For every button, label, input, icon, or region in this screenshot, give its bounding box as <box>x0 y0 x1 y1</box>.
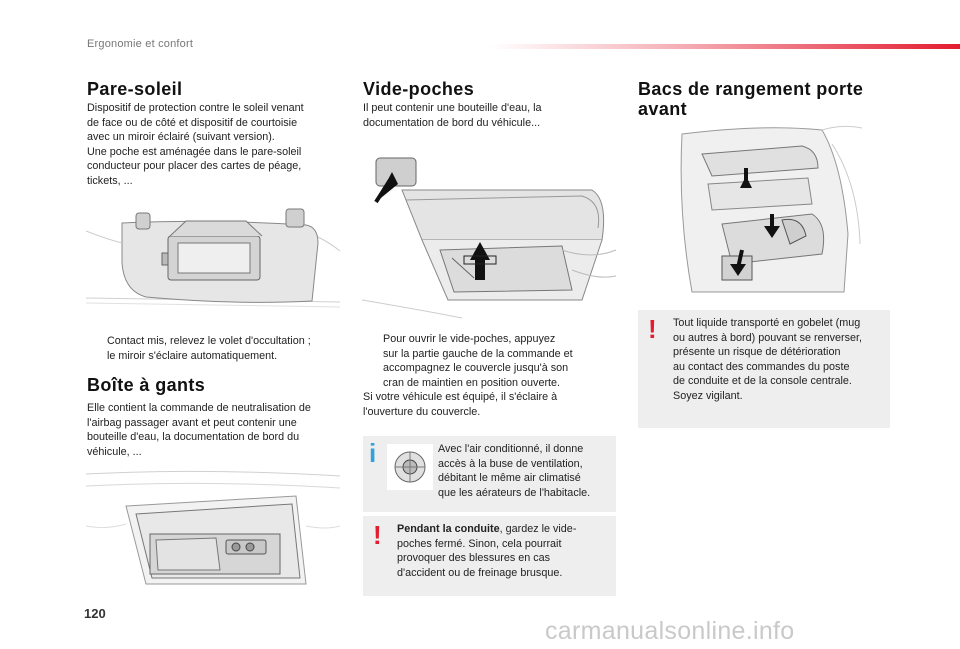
text-line: Tout liquide transporté en gobelet (mug <box>673 317 861 329</box>
text-line: Soyez vigilant. <box>673 389 743 402</box>
sun-visor-description: Dispositif de protection contre le solei… <box>87 101 347 189</box>
text-line: poches fermé. Sinon, cela pourrait <box>397 537 562 550</box>
text-line: Si votre véhicule est équipé, il s'éclai… <box>363 391 558 404</box>
text-line: de conduite et de la console centrale. <box>673 375 852 388</box>
driving-warning-note: ! Pendant la conduite, gardez le vide- p… <box>363 516 616 596</box>
title-line: avant <box>638 99 688 119</box>
liquid-warning-text: Tout liquide transporté en gobelet (mug … <box>673 316 888 404</box>
text-line: provoquer des blessures en cas <box>397 552 551 565</box>
header-accent-bar <box>490 44 960 49</box>
bullet-marker <box>363 332 383 390</box>
text-line: ou autres à bord) pouvant se renverser, <box>673 331 863 344</box>
glove-box-title: Boîte à gants <box>87 375 206 395</box>
text-line: le miroir s'éclaire automatiquement. <box>107 349 278 362</box>
info-note: i Avec l'air conditionné, il donne accès… <box>363 436 616 512</box>
bullet-item: Pour ouvrir le vide-poches, appuyez sur … <box>363 332 625 390</box>
sun-visor-bullet: Contact mis, relevez le volet d'occultat… <box>87 334 349 363</box>
text-line: que les aérateurs de l'habitacle. <box>438 486 591 499</box>
text-line: documentation de bord du véhicule... <box>363 116 541 129</box>
text-line: d'accident ou de freinage brusque. <box>397 566 563 579</box>
glove-box-description: Elle contient la commande de neutralisat… <box>87 401 349 459</box>
liquid-warning-note: ! Tout liquide transporté en gobelet (mu… <box>638 310 890 428</box>
info-note-text: Avec l'air conditionné, il donne accès à… <box>438 442 614 500</box>
warning-icon: ! <box>373 520 382 550</box>
text-line: tickets, ... <box>87 174 133 187</box>
text-line: présente un risque de détérioration <box>673 346 841 359</box>
sun-visor-illustration <box>86 203 340 308</box>
door-bins-title: Bacs de rangement porte avant <box>638 79 863 119</box>
text-line: Pendant la conduite, gardez le vide- <box>397 522 613 537</box>
text-line: Il peut contenir une bouteille d'eau, la <box>363 102 542 114</box>
text-line: accompagnez le couvercle jusqu'à son <box>383 362 569 375</box>
air-vent-icon <box>387 444 433 490</box>
page-number: 120 <box>84 606 106 621</box>
text-line: Avec l'air conditionné, il donne <box>438 443 584 455</box>
warning-icon: ! <box>648 314 657 344</box>
section-header: Ergonomie et confort <box>87 38 194 50</box>
watermark: carmanualsonline.info <box>545 617 795 645</box>
storage-title: Vide-poches <box>363 79 475 99</box>
bold-lead: Pendant la conduite <box>397 523 500 535</box>
text-line: conducteur pour placer des cartes de péa… <box>87 160 302 173</box>
text-line: Pour ouvrir le vide-poches, appuyez <box>383 333 556 345</box>
info-icon: i <box>369 438 377 468</box>
text-line: l'ouverture du couvercle. <box>363 405 481 418</box>
text-line: débitant le même air climatisé <box>438 472 581 485</box>
text-line: l'airbag passager avant et peut contenir… <box>87 416 297 429</box>
lighting-note: Si votre véhicule est équipé, il s'éclai… <box>363 390 625 419</box>
text-line: Elle contient la commande de neutralisat… <box>87 402 311 414</box>
bullet-marker <box>87 334 107 363</box>
bullet-item: Contact mis, relevez le volet d'occultat… <box>87 334 349 363</box>
text-line: avec un miroir éclairé (suivant version)… <box>87 131 275 144</box>
glove-box-illustration <box>86 466 340 586</box>
text-line: au contact des commandes du poste <box>673 360 850 373</box>
text-line: bouteille d'eau, la documentation de bor… <box>87 431 300 444</box>
storage-instructions: Pour ouvrir le vide-poches, appuyez sur … <box>363 332 625 420</box>
text-line: accès à la buse de ventilation, <box>438 457 583 470</box>
text-line: Dispositif de protection contre le solei… <box>87 102 304 114</box>
storage-compartment-illustration <box>362 150 616 320</box>
text-line: véhicule, ... <box>87 445 142 458</box>
text-line: Une poche est aménagée dans le pare-sole… <box>87 145 302 158</box>
lead-rest: , gardez le vide- <box>499 523 577 535</box>
door-bins-illustration <box>672 124 864 294</box>
text-line: de face ou de côté et dispositif de cour… <box>87 116 298 129</box>
sun-visor-title: Pare-soleil <box>87 79 183 99</box>
title-line: Bacs de rangement porte <box>638 79 864 99</box>
driving-warning-text: Pendant la conduite, gardez le vide- poc… <box>397 522 613 580</box>
text-line: sur la partie gauche de la commande et <box>383 347 573 360</box>
text-line: Contact mis, relevez le volet d'occultat… <box>107 335 311 347</box>
storage-description: Il peut contenir une bouteille d'eau, la… <box>363 101 623 130</box>
text-line: cran de maintien en position ouverte. <box>383 376 561 389</box>
